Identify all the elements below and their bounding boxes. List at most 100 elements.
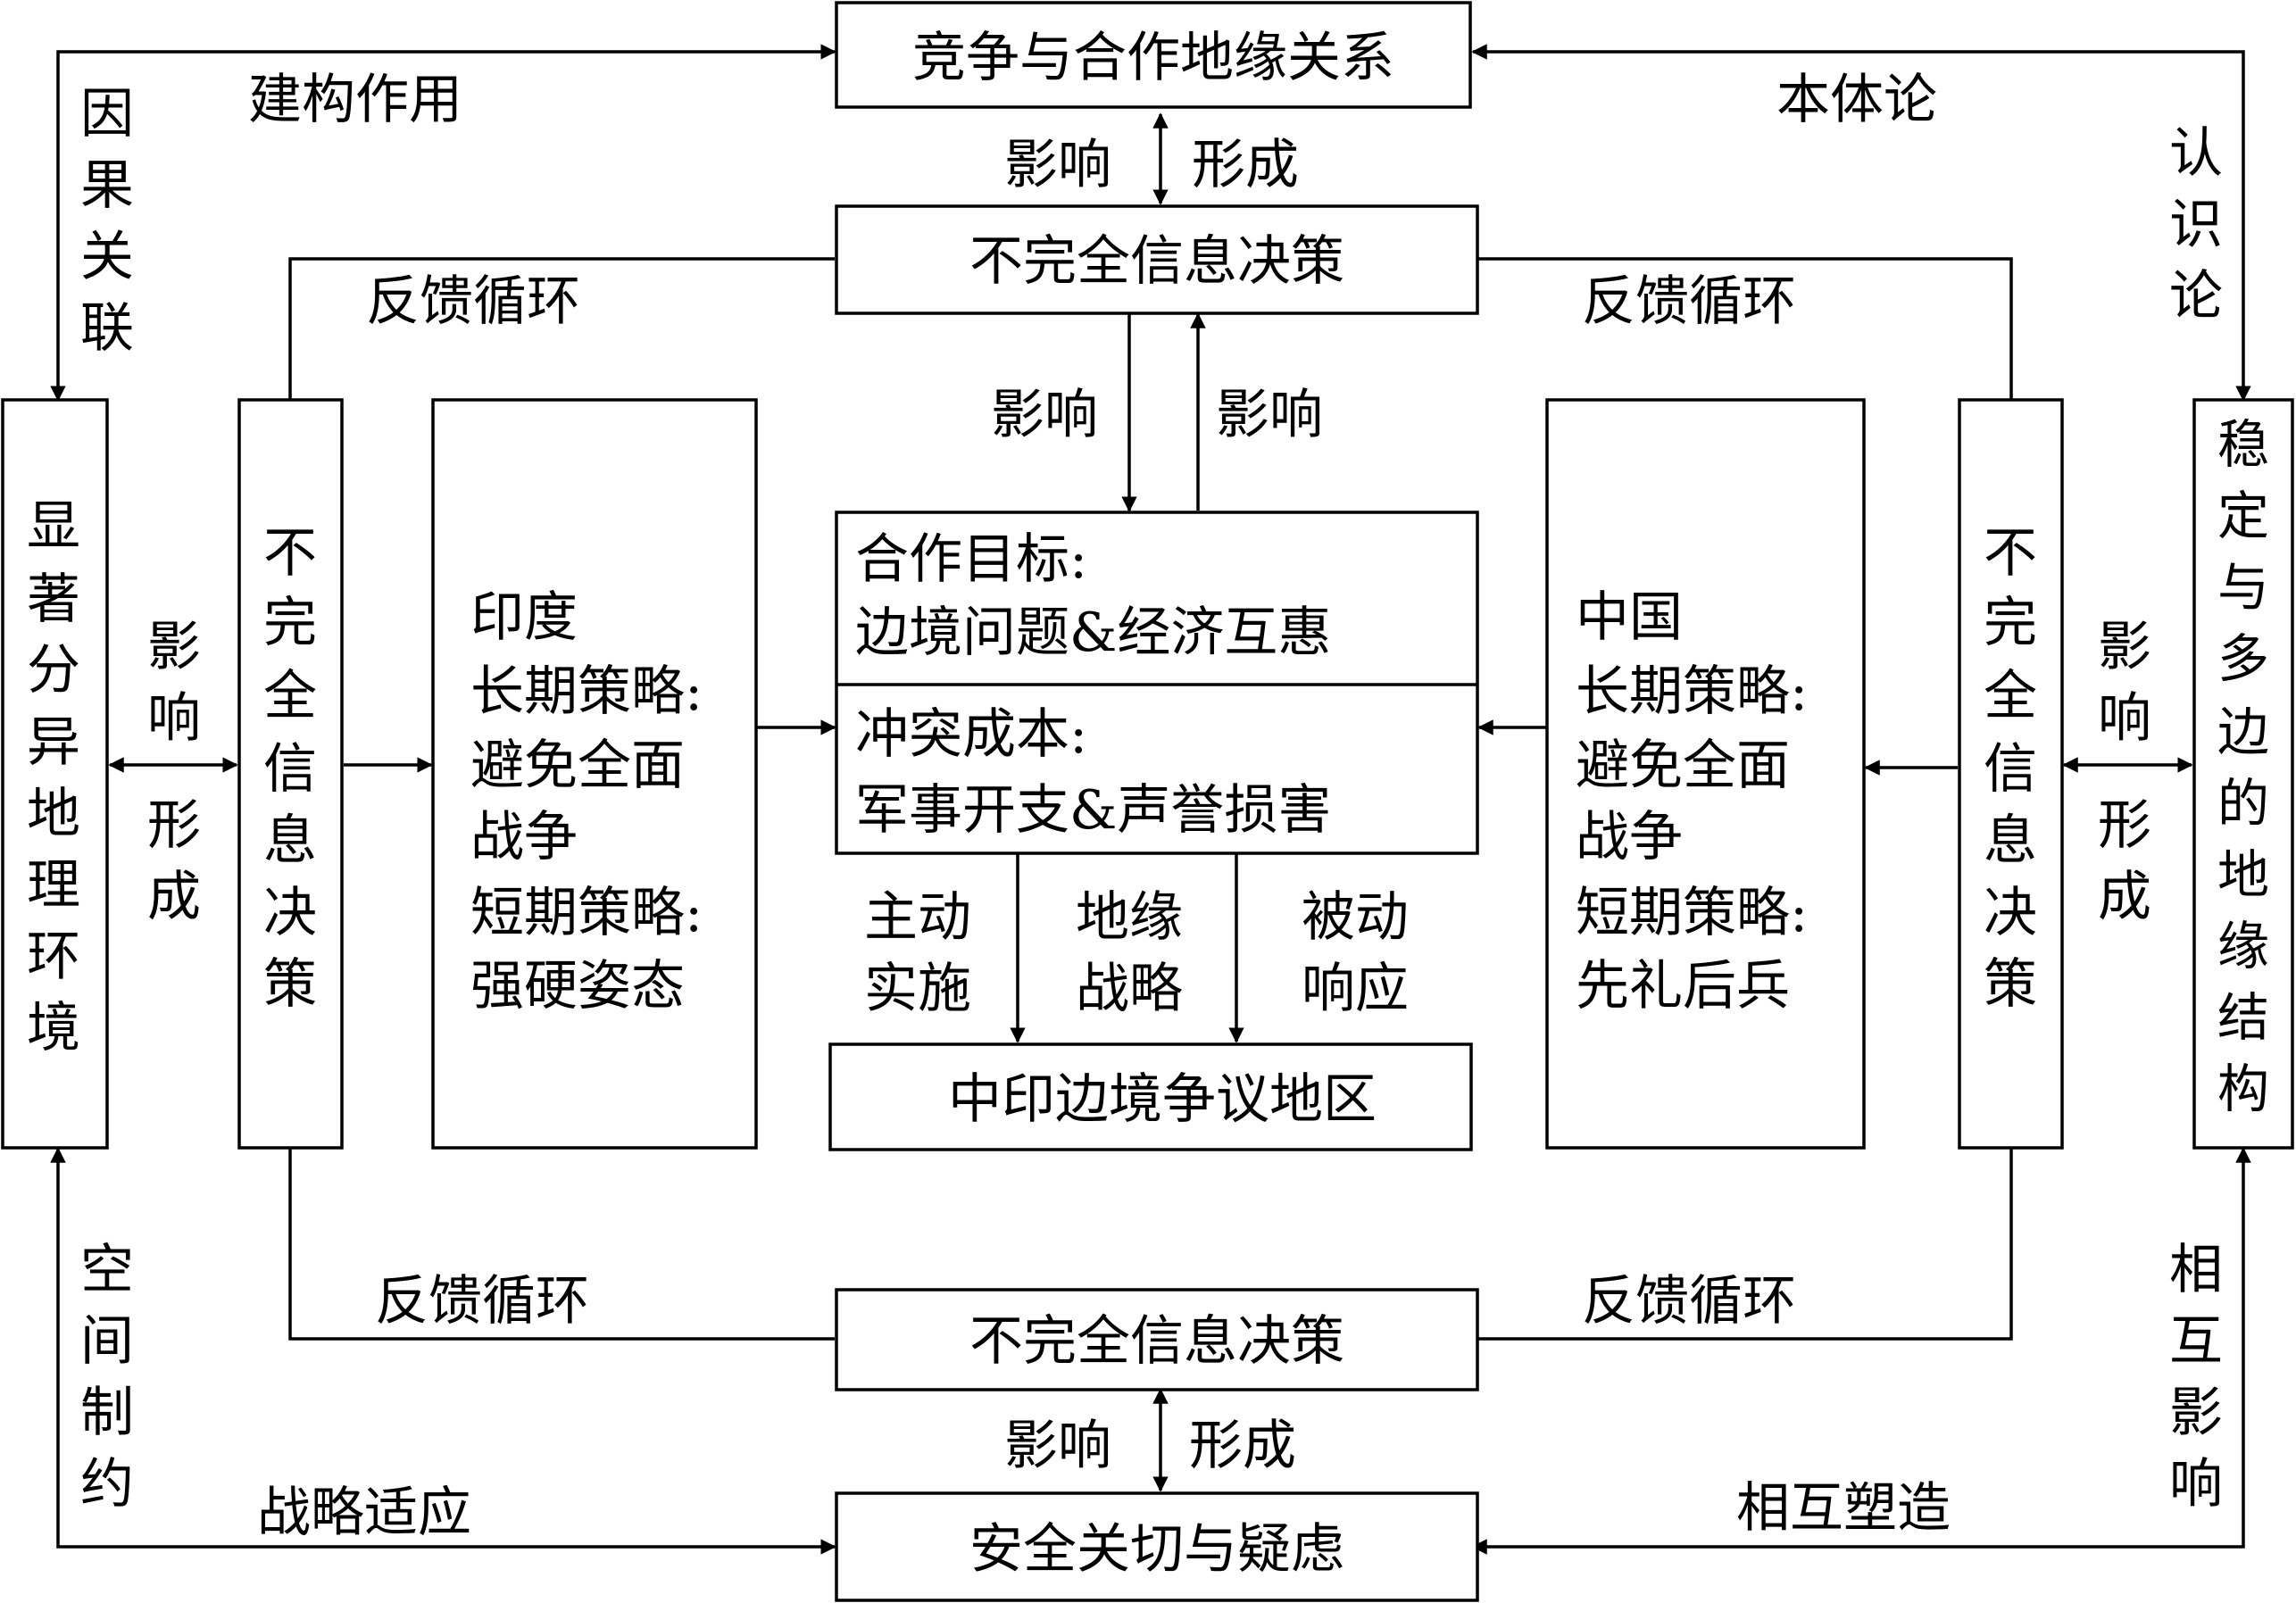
svg-text:战略: 战略	[1076, 958, 1183, 1020]
svg-text:形: 形	[147, 794, 201, 857]
svg-text:主动: 主动	[864, 886, 971, 949]
svg-text:多: 多	[2217, 628, 2269, 689]
lower-decision-box: 不完全信息决策	[835, 1288, 1479, 1391]
svg-text:策: 策	[1984, 953, 2037, 1016]
top-box: 竞争与合作地缘关系	[835, 1, 1472, 109]
top-box-label: 竞争与合作地缘关系	[912, 27, 1394, 89]
strategic-adapt-label: 战略适应	[257, 1482, 471, 1544]
svg-text:论: 论	[2169, 265, 2223, 328]
ontology-epistemology-connector	[1471, 44, 2251, 402]
svg-text:影: 影	[2098, 616, 2151, 678]
svg-text:响: 响	[147, 687, 201, 750]
svg-text:成: 成	[2098, 866, 2151, 928]
svg-text:响应: 响应	[1302, 958, 1409, 1020]
feedback-loop-bottom-right	[1477, 1149, 2013, 1341]
china-line: 避免全面	[1576, 735, 1790, 797]
svg-text:的: 的	[2217, 773, 2269, 834]
feedback-label: 反馈循环	[1582, 270, 1796, 333]
svg-text:影: 影	[2169, 1382, 2223, 1444]
svg-text:关: 关	[80, 226, 134, 288]
china-line: 战争	[1576, 806, 1683, 868]
india-line: 长期策略:	[470, 660, 703, 723]
connectors	[50, 44, 2251, 1555]
svg-text:决: 决	[1984, 882, 2037, 944]
right-decision-box: 不 完 全 信 息 决 策	[1958, 398, 2064, 1150]
svg-text:构: 构	[2217, 1059, 2269, 1119]
svg-text:空: 空	[80, 1239, 134, 1301]
svg-text:被动: 被动	[1302, 886, 1409, 949]
india-line: 印度	[470, 586, 578, 649]
svg-text:显: 显	[27, 495, 80, 558]
svg-text:著: 著	[27, 569, 80, 631]
svg-text:定: 定	[2217, 486, 2269, 546]
bottom-box: 安全关切与疑虑	[835, 1491, 1479, 1602]
spatial-adapt-connector	[50, 1147, 836, 1555]
india-line: 短期策略:	[470, 882, 703, 944]
china-line: 先礼后兵	[1576, 955, 1790, 1017]
center-box: 合作目标: 边境问题&经济互惠 冲突成本: 军事开支&声誉损害	[835, 511, 1479, 855]
dispute-area-label: 中印边境争议地区	[948, 1068, 1377, 1131]
svg-text:完: 完	[263, 592, 317, 654]
causal-label: 因 果 关 联	[80, 83, 134, 360]
svg-text:制: 制	[80, 1382, 134, 1444]
epistemology-label: 认 识 论	[2169, 122, 2223, 328]
svg-text:理: 理	[27, 854, 80, 917]
svg-text:影: 影	[147, 616, 201, 678]
svg-text:地: 地	[2217, 844, 2269, 905]
feedback-loop-top-left	[288, 257, 835, 400]
svg-text:果: 果	[80, 154, 134, 217]
india-line: 避免全面	[470, 735, 685, 797]
constructive-label: 建构作用	[248, 69, 462, 131]
conflict-cost-title: 冲突成本:	[855, 703, 1087, 766]
cooperation-goal-detail: 边境问题&经济互惠	[855, 602, 1331, 664]
india-strategy-box: 印度 长期策略: 避免全面 战争 短期策略: 强硬姿态	[431, 398, 758, 1150]
form-label: 形成	[1189, 1415, 1296, 1477]
feedback-loop-top-right	[1477, 257, 2013, 400]
left-outer-box: 显 著 分 异 地 理 环 境	[1, 398, 109, 1150]
svg-text:息: 息	[263, 810, 317, 872]
cooperation-goal-title: 合作目标:	[855, 528, 1087, 591]
svg-text:地缘: 地缘	[1076, 886, 1183, 949]
svg-text:完: 完	[1984, 592, 2037, 654]
india-line: 战争	[470, 806, 578, 868]
india-line: 强硬姿态	[470, 955, 685, 1017]
causal-construct-connector	[50, 44, 836, 402]
influence-label: 影响	[1004, 1415, 1111, 1477]
svg-text:地: 地	[27, 783, 80, 845]
right-outer-box: 稳 定 与 多 边 的 地 缘 结 构	[2192, 398, 2294, 1150]
svg-text:边: 边	[2217, 702, 2269, 762]
influence-down-label: 影响	[991, 384, 1098, 446]
svg-text:策: 策	[263, 953, 317, 1016]
svg-text:相: 相	[2169, 1239, 2223, 1301]
svg-text:境: 境	[27, 997, 80, 1059]
svg-text:间: 间	[80, 1310, 134, 1373]
ontology-label: 本体论	[1776, 69, 1937, 131]
left-decision-box: 不 完 全 信 息 决 策	[237, 398, 344, 1150]
svg-text:因: 因	[80, 83, 134, 145]
lower-decision-label: 不完全信息决策	[969, 1310, 1344, 1373]
china-line: 中国	[1576, 586, 1683, 649]
conflict-cost-detail: 军事开支&声誉损害	[855, 779, 1331, 842]
feedback-label: 反馈循环	[1582, 1270, 1796, 1333]
geo-strategy-label: 地缘 战略	[1076, 886, 1183, 1020]
china-line: 长期策略:	[1576, 660, 1808, 723]
feedback-label: 反馈循环	[375, 1270, 589, 1333]
svg-text:不: 不	[263, 522, 317, 585]
left-influence-label: 影 响	[147, 616, 201, 750]
right-influence-label: 影 响	[2098, 616, 2151, 750]
svg-text:识: 识	[2169, 194, 2223, 256]
spatial-constraint-label: 空 间 制 约	[80, 1239, 134, 1516]
svg-text:互: 互	[2169, 1310, 2223, 1373]
svg-text:约: 约	[80, 1453, 134, 1516]
svg-text:成: 成	[147, 866, 201, 928]
svg-text:息: 息	[1984, 810, 2037, 872]
right-form-label: 形 成	[2098, 794, 2151, 928]
mutual-influence-label: 相 互 影 响	[2169, 1239, 2223, 1516]
svg-text:缘: 缘	[2217, 916, 2269, 976]
svg-text:全: 全	[263, 665, 317, 727]
upper-decision-label: 不完全信息决策	[969, 230, 1344, 293]
svg-text:全: 全	[1984, 665, 2037, 727]
svg-text:信: 信	[263, 738, 317, 801]
svg-text:认: 认	[2169, 122, 2223, 185]
svg-text:实施: 实施	[864, 958, 971, 1020]
